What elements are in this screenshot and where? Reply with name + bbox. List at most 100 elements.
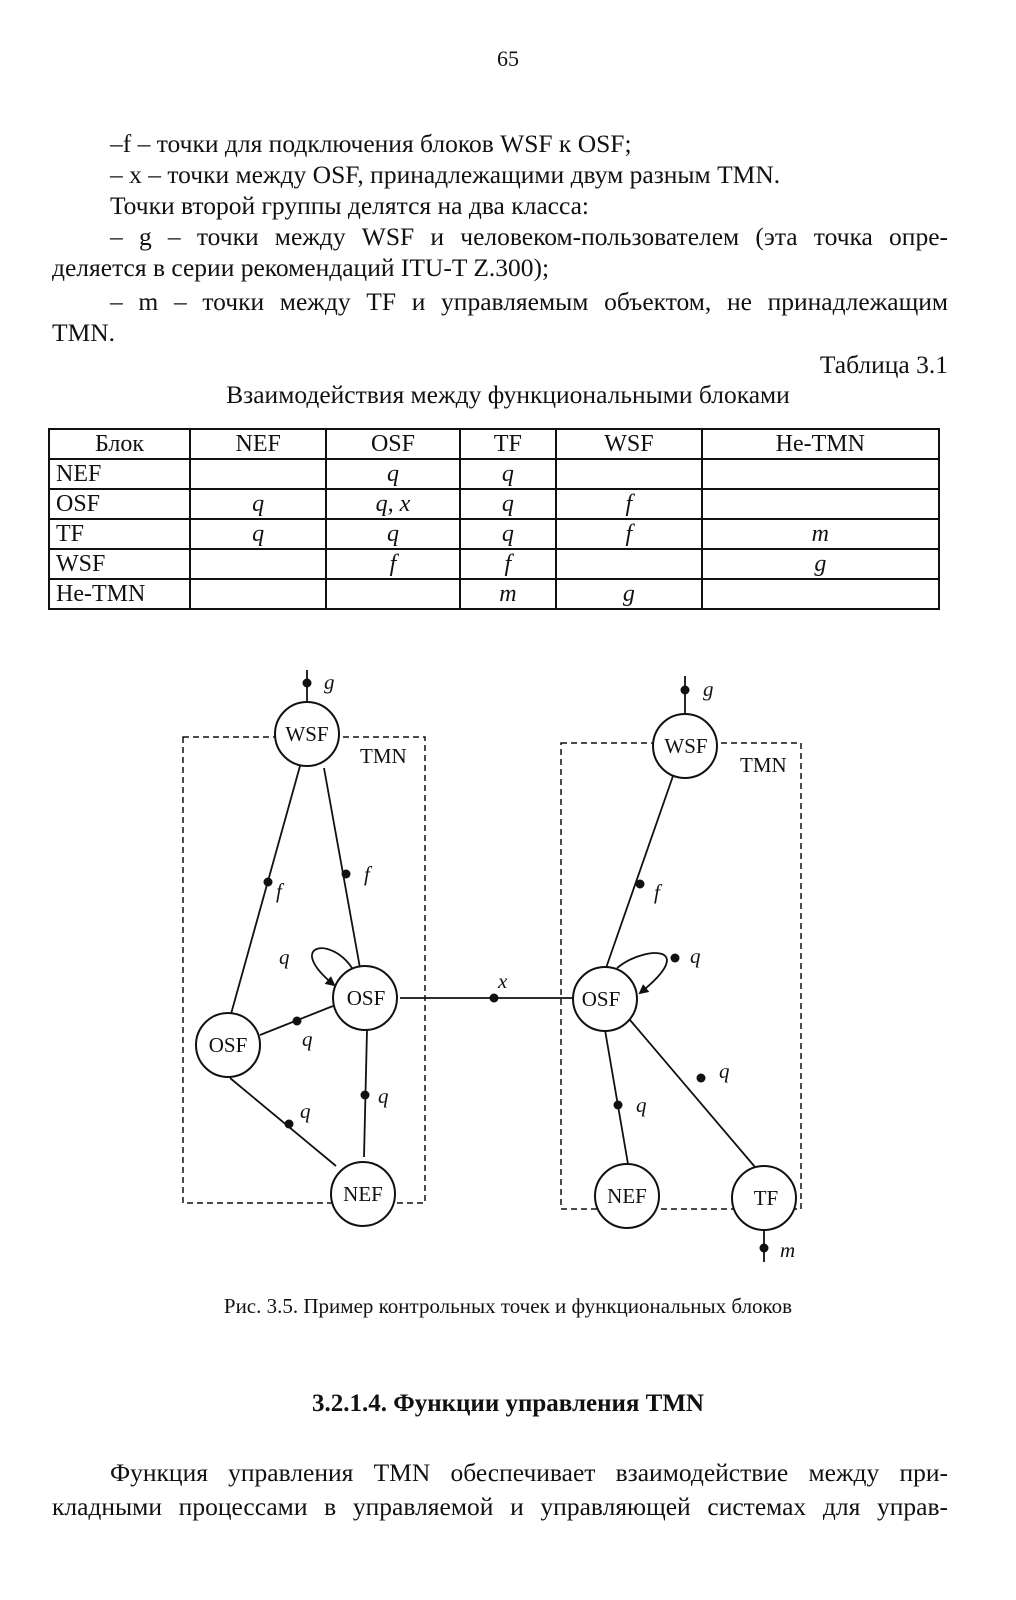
- table-header-cell: Блок: [48, 428, 191, 460]
- q-label: q: [300, 1099, 311, 1123]
- f-label: f: [276, 879, 285, 903]
- wsf-right-label: WSF: [664, 734, 707, 758]
- q-link-osf-tf-right: [629, 1019, 756, 1168]
- table-row: WSF f f g: [48, 548, 941, 580]
- table-header-cell: NEF: [188, 428, 328, 460]
- table-cell: [555, 458, 703, 490]
- nef-right-label: NEF: [607, 1184, 647, 1208]
- text-line-g-point-cont: деляется в серии рекомендаций ITU-T Z.30…: [52, 253, 550, 282]
- g-point-dot: [302, 678, 312, 688]
- table-cell: q: [325, 518, 461, 550]
- q-point-dot: [696, 1073, 706, 1083]
- reference-point-diagram: WSF OSF OSF NEF WSF OSF NEF TF TMN TMN g…: [182, 670, 802, 1262]
- table-cell: g: [555, 578, 703, 610]
- wsf-block-right: [652, 713, 718, 779]
- text-line-m-point: – m – точки между TF и управляемым объек…: [110, 287, 948, 316]
- f-point-dot: [341, 869, 351, 879]
- table-cell: q: [458, 458, 558, 490]
- q-label: q: [690, 944, 701, 968]
- f-label: f: [364, 862, 373, 886]
- g-label: g: [324, 670, 335, 694]
- tmn-label-left: TMN: [360, 744, 407, 768]
- text-line-second-group: Точки второй группы делятся на два класс…: [110, 191, 590, 220]
- wsf-left-label: WSF: [285, 722, 328, 746]
- table-row-header: Не-TMN: [48, 578, 191, 610]
- osf-block-left-bottom: [195, 1012, 261, 1078]
- f-point-dot: [635, 879, 645, 889]
- table-cell: [555, 548, 703, 580]
- f-link-left-outer: [230, 765, 301, 1015]
- table-row-header: OSF: [48, 488, 191, 520]
- table-cell: m: [700, 518, 941, 550]
- table-header-cell: Не-TMN: [700, 428, 941, 460]
- tmn-boundary-left: [182, 736, 426, 1204]
- table-cell: [188, 578, 328, 610]
- q-label: q: [302, 1027, 313, 1051]
- table-row-header: TF: [48, 518, 191, 550]
- f-label: f: [654, 880, 663, 904]
- osf-left-bottom-label: OSF: [209, 1033, 248, 1057]
- q-loop-left: [311, 947, 353, 987]
- f-link-right: [605, 775, 674, 969]
- table-cell: [700, 458, 941, 490]
- table-cell: m: [458, 578, 558, 610]
- q-link-osf2-nef-left: [229, 1077, 337, 1167]
- table-cell: [700, 578, 941, 610]
- osf-block-left-top: [332, 965, 398, 1031]
- table-header-cell: TF: [458, 428, 558, 460]
- q-link-osf-nef-right: [604, 1029, 629, 1165]
- osf-block-right: [572, 966, 638, 1032]
- q-label: q: [279, 945, 290, 969]
- table-cell: q, x: [325, 488, 461, 520]
- table-row: OSF q q, x q f: [48, 488, 941, 520]
- table-cell: q: [325, 458, 461, 490]
- table-header-cell: WSF: [555, 428, 703, 460]
- x-label: x: [497, 969, 508, 993]
- q-loop-right: [616, 952, 668, 995]
- body-text-line: Функция управления TMN обеспечивает взаи…: [110, 1458, 948, 1487]
- q-label: q: [636, 1093, 647, 1117]
- table-cell: q: [188, 518, 328, 550]
- text-line-x-point: – x – точки между OSF, принадлежащими дв…: [110, 160, 781, 189]
- q-label: q: [378, 1084, 389, 1108]
- body-text-line: кладными процессами в управляемой и упра…: [52, 1492, 948, 1521]
- m-label: m: [780, 1238, 795, 1262]
- text-line-f-point: –f – точки для подключения блоков WSF к …: [110, 129, 632, 158]
- g-label: g: [703, 677, 714, 701]
- table-cell: f: [555, 518, 703, 550]
- wsf-block-left: [274, 701, 340, 767]
- table-cell: [188, 548, 328, 580]
- table-cell: q: [458, 518, 558, 550]
- interaction-table: Блок NEF OSF TF WSF Не-TMN NEF q q OSF q…: [48, 428, 941, 610]
- osf-right-label: OSF: [582, 987, 621, 1011]
- table-header-row: Блок NEF OSF TF WSF Не-TMN: [48, 428, 941, 460]
- table-row: TF q q q f m: [48, 518, 941, 550]
- nef-block-left: [330, 1161, 396, 1227]
- text-line-m-point-cont: TMN.: [52, 318, 116, 347]
- q-point-dot: [284, 1119, 294, 1129]
- table-cell: [700, 488, 941, 520]
- q-point-dot: [292, 1016, 302, 1026]
- q-point-dot: [613, 1100, 623, 1110]
- tf-block-right: [731, 1165, 797, 1231]
- g-point-dot: [680, 685, 690, 695]
- m-point-dot: [759, 1243, 769, 1253]
- table-cell: g: [700, 548, 941, 580]
- table-cell: f: [555, 488, 703, 520]
- table-header-cell: OSF: [325, 428, 461, 460]
- text-line-g-point: – g – точки между WSF и человеком-пользо…: [110, 222, 948, 251]
- osf-left-top-label: OSF: [347, 986, 386, 1010]
- f-link-left-inner: [323, 767, 361, 969]
- table-cell: f: [458, 548, 558, 580]
- section-heading: 3.2.1.4. Функции управления TMN: [311, 1390, 704, 1417]
- table-cell: q: [188, 488, 328, 520]
- table-row: Не-TMN m g: [48, 578, 941, 610]
- table-row-header: WSF: [48, 548, 191, 580]
- table-cell: [188, 458, 328, 490]
- f-point-dot: [263, 877, 273, 887]
- table-cell: f: [325, 548, 461, 580]
- tmn-label-right: TMN: [740, 753, 787, 777]
- nef-block-right: [594, 1163, 660, 1229]
- tf-right-label: TF: [754, 1186, 779, 1210]
- x-point-dot: [489, 993, 499, 1003]
